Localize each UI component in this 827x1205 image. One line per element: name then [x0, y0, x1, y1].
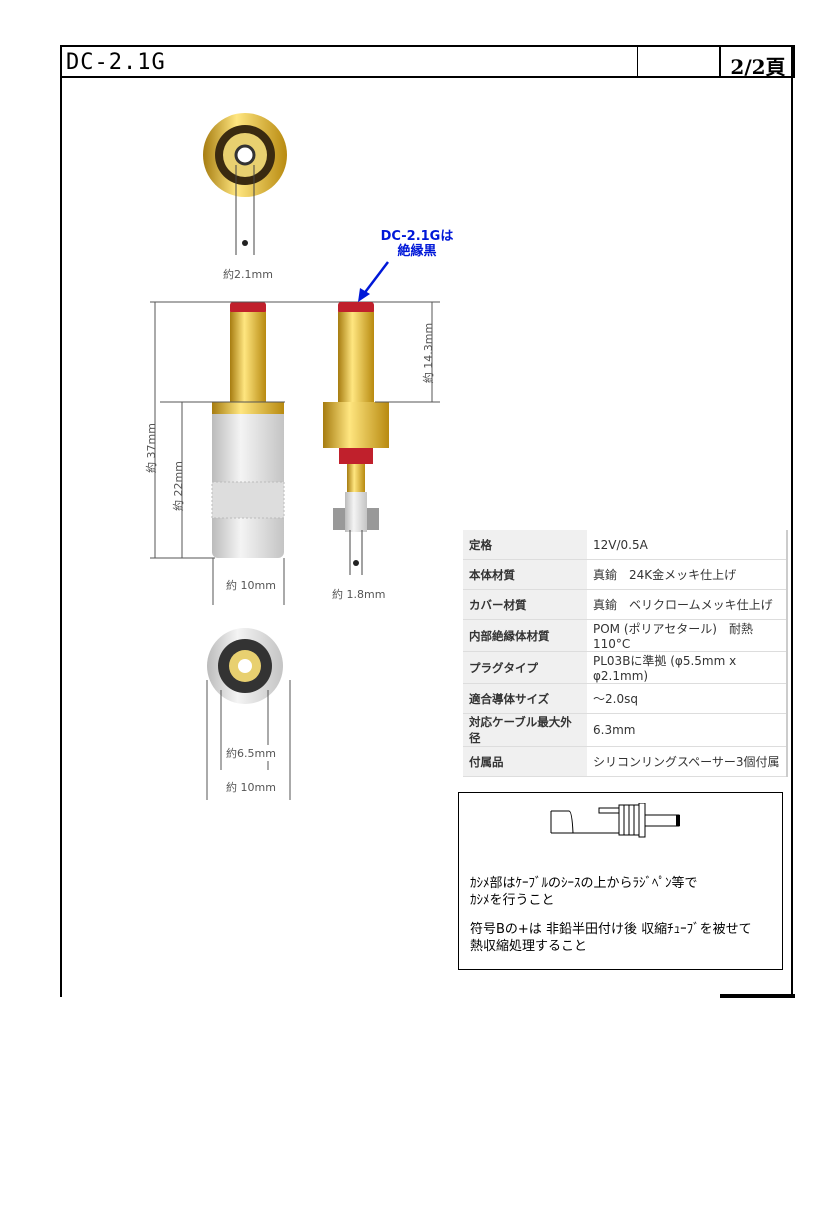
header-bar — [60, 45, 795, 78]
front-view — [206, 628, 291, 800]
spec-row: 適合導体サイズ～2.0sq — [463, 683, 788, 714]
product-title: DC-2.1G — [66, 50, 166, 75]
spec-value: シリコンリングスペーサー3個付属 — [587, 746, 788, 777]
dim-cover-width: 約 10mm — [226, 577, 276, 593]
spec-key: 定格 — [463, 530, 587, 560]
dim-inner-diameter: 約6.5mm — [226, 745, 276, 761]
spec-key: 内部絶縁体材質 — [463, 619, 587, 652]
dim-pin-length: 約 14.3mm — [422, 322, 436, 384]
spec-value: 真鍮 24K金メッキ仕上げ — [587, 559, 788, 590]
dim-outer-diameter: 約 10mm — [226, 779, 276, 795]
spec-key: 適合導体サイズ — [463, 683, 587, 714]
page-number: 2/2頁 — [730, 55, 786, 79]
crimp-diagram — [550, 803, 680, 838]
annotation-label: DC-2.1Gは絶縁黒 — [372, 229, 462, 259]
spec-key: 付属品 — [463, 746, 587, 777]
spec-key: カバー材質 — [463, 589, 587, 620]
spec-row: 付属品シリコンリングスペーサー3個付属 — [463, 746, 788, 777]
top-view — [203, 113, 287, 255]
dim-total-length: 約 37mm — [144, 423, 158, 473]
jack-side-view — [323, 302, 440, 575]
note-crimp: ｶｼﾒ部はｹｰﾌﾞﾙのｼｰｽの上からﾗｼﾞﾍﾟﾝ等で ｶｼﾒを行うこと — [470, 876, 698, 908]
spec-value: POM (ポリアセタール) 耐熱110°C — [587, 619, 788, 652]
spec-row: 本体材質真鍮 24K金メッキ仕上げ — [463, 559, 788, 590]
product-drawing — [150, 113, 440, 800]
spec-value: 真鍮 ベリクロームメッキ仕上げ — [587, 589, 788, 620]
dim-terminal: 約 1.8mm — [332, 588, 386, 601]
spec-value: PL03Bに準拠 (φ5.5mm x φ2.1mm) — [587, 651, 788, 684]
spec-key: 対応ケーブル最大外径 — [463, 713, 587, 747]
plug-side-view — [150, 301, 440, 605]
dim-hole: 約2.1mm — [223, 268, 273, 281]
header-divider — [637, 45, 638, 78]
spec-value: ～2.0sq — [587, 683, 788, 714]
spec-key: プラグタイプ — [463, 651, 587, 684]
header-divider — [719, 45, 721, 78]
dim-cover-length: 約 22mm — [171, 461, 185, 511]
bottom-bar — [720, 994, 795, 998]
annotation-line: 絶縁黒 — [397, 244, 437, 259]
assembly-note-box: ｶｼﾒ部はｹｰﾌﾞﾙのｼｰｽの上からﾗｼﾞﾍﾟﾝ等で ｶｼﾒを行うこと 符号Bの… — [458, 792, 783, 970]
spec-value: 6.3mm — [587, 713, 788, 747]
spec-value: 12V/0.5A — [587, 530, 788, 560]
annotation-line: DC-2.1Gは — [380, 229, 454, 244]
spec-key: 本体材質 — [463, 559, 587, 590]
note-solder: 符号Bの+は 非鉛半田付け後 収縮ﾁｭｰﾌﾞを被せて 熱収縮処理すること — [470, 922, 752, 954]
spec-row: カバー材質真鍮 ベリクロームメッキ仕上げ — [463, 589, 788, 620]
arrow-icon — [358, 261, 389, 302]
